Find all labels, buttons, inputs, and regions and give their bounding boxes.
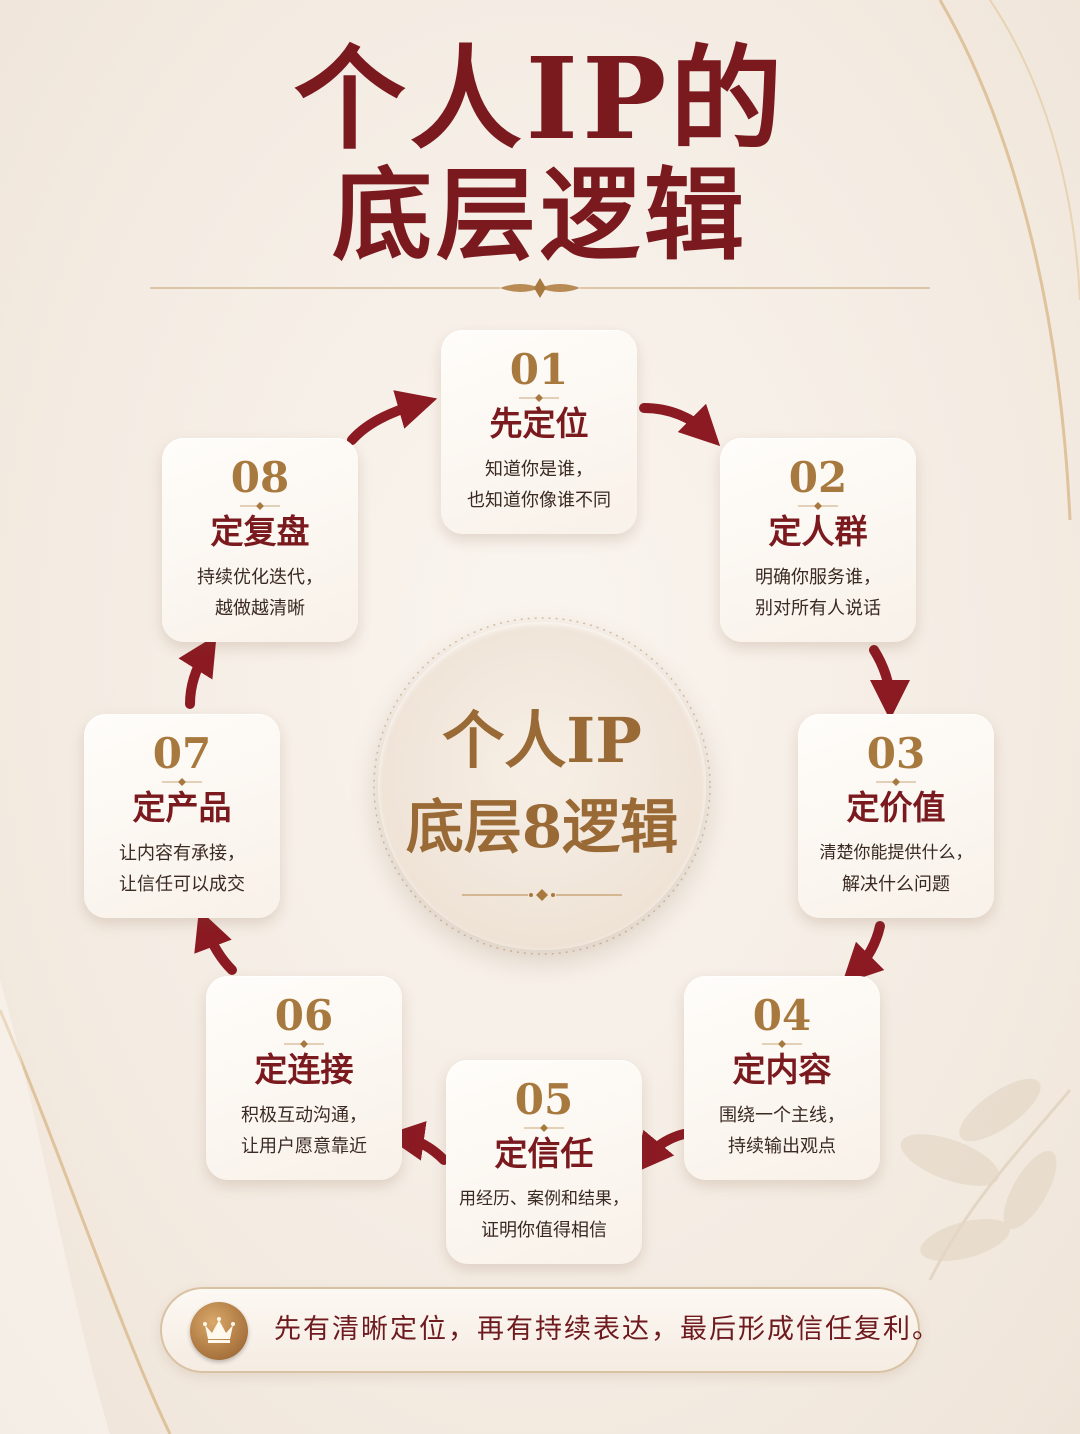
step-desc-line1: 用经历、案例和结果，	[459, 1189, 629, 1209]
main-title-line2: 底层逻辑	[332, 156, 748, 274]
step-title: 定连接	[254, 1050, 354, 1089]
step-number: 02	[788, 453, 848, 502]
step-number: 06	[274, 991, 334, 1040]
step-desc-line2: 持续输出观点	[728, 1136, 836, 1157]
title-divider	[150, 278, 930, 298]
step-desc-line2: 让用户愿意靠近	[241, 1136, 367, 1157]
card-divider	[240, 502, 280, 510]
step-desc-line1: 清楚你能提供什么，	[819, 843, 973, 863]
crown-badge	[190, 1302, 248, 1360]
arrow-04-to-05	[633, 1129, 689, 1174]
step-desc-line1: 持续优化迭代，	[197, 567, 323, 588]
step-card-06: 06 定连接 积极互动沟通， 让用户愿意靠近	[206, 976, 402, 1180]
arrow-01-to-02	[639, 403, 721, 447]
card-divider	[519, 394, 559, 402]
center-text-line1: 个人IP	[442, 704, 642, 777]
step-title: 定产品	[132, 788, 232, 827]
step-card-01: 01 先定位 知道你是谁， 也知道你像谁不同	[441, 330, 637, 534]
card-divider	[162, 778, 202, 786]
card-divider	[524, 1124, 564, 1132]
step-desc-line1: 积极互动沟通，	[241, 1105, 367, 1126]
step-title: 定人群	[768, 512, 868, 551]
card-divider	[798, 502, 838, 510]
arrow-02-to-03	[869, 645, 910, 720]
step-card-08: 08 定复盘 持续优化迭代， 越做越清晰	[162, 438, 358, 642]
step-desc-line2: 解决什么问题	[842, 874, 950, 895]
card-divider	[876, 778, 916, 786]
step-title: 先定位	[489, 404, 589, 443]
step-card-03: 03 定价值 清楚你能提供什么， 解决什么问题	[798, 714, 994, 918]
card-divider	[284, 1040, 324, 1048]
step-desc-line1: 围绕一个主线，	[719, 1105, 845, 1126]
crown-icon	[203, 1317, 235, 1343]
step-card-05: 05 定信任 用经历、案例和结果， 证明你值得相信	[446, 1060, 642, 1264]
step-title: 定复盘	[210, 512, 310, 551]
step-number: 03	[866, 729, 926, 778]
step-desc-line2: 越做越清晰	[215, 598, 305, 619]
step-card-02: 02 定人群 明确你服务谁， 别对所有人说话	[720, 438, 916, 642]
step-number: 07	[152, 729, 212, 778]
step-title: 定内容	[732, 1050, 832, 1089]
center-text-line2: 底层8逻辑	[405, 793, 679, 861]
step-number: 08	[230, 453, 290, 502]
step-desc-line2: 也知道你像谁不同	[467, 490, 611, 511]
step-desc-line2: 别对所有人说话	[755, 598, 881, 619]
center-ring	[373, 617, 711, 955]
card-divider	[762, 1040, 802, 1048]
arrow-06-to-07	[194, 909, 237, 975]
step-title: 定价值	[846, 788, 946, 827]
center-divider	[462, 889, 622, 901]
step-desc-line1: 明确你服务谁，	[755, 567, 881, 588]
step-desc-line1: 知道你是谁，	[485, 459, 593, 480]
arrow-03-to-04	[841, 921, 885, 985]
main-title-line1: 个人IP的	[293, 34, 787, 165]
step-title: 定信任	[494, 1134, 594, 1173]
step-desc-line1: 让内容有承接，	[119, 843, 245, 864]
step-number: 01	[509, 345, 569, 394]
footer-banner: 先有清晰定位，再有持续表达，最后形成信任复利。	[160, 1287, 939, 1373]
center-circle: 个人IP 底层8逻辑	[378, 622, 706, 950]
arrow-08-to-01	[347, 390, 438, 445]
footer-text: 先有清晰定位，再有持续表达，最后形成信任复利。	[274, 1314, 941, 1345]
step-card-07: 07 定产品 让内容有承接， 让信任可以成交	[84, 714, 280, 918]
step-number: 05	[514, 1075, 574, 1124]
arrow-07-to-08	[178, 635, 217, 709]
arrow-05-to-06	[384, 1121, 449, 1165]
step-desc-line2: 让信任可以成交	[119, 874, 245, 895]
step-card-04: 04 定内容 围绕一个主线， 持续输出观点	[684, 976, 880, 1180]
step-number: 04	[752, 991, 812, 1040]
step-desc-line2: 证明你值得相信	[481, 1220, 607, 1241]
